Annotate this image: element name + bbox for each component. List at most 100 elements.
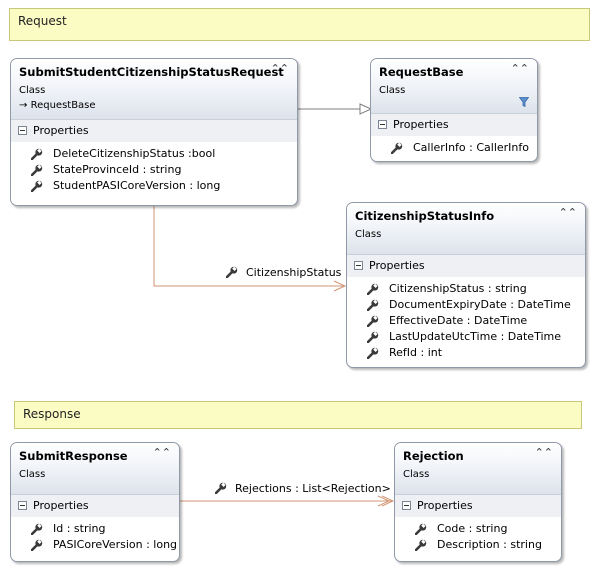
- base-class-name: RequestBase: [30, 100, 96, 111]
- rejections-arrowhead: [381, 495, 395, 507]
- class-citizenship-status-info[interactable]: CitizenshipStatusInfo Class ⌃⌃ Propertie…: [346, 202, 586, 368]
- wrench-icon: [31, 539, 43, 551]
- class-submit-response[interactable]: SubmitResponse Class ⌃⌃ Properties Id : …: [10, 442, 180, 562]
- class-name: SubmitResponse: [19, 449, 128, 463]
- collapse-section-icon[interactable]: [354, 261, 363, 270]
- class-header: RequestBase Class ⌃⌃: [371, 59, 537, 114]
- inheritance-arrowhead: [359, 103, 373, 115]
- property-item[interactable]: LastUpdateUtcTime : DateTime: [347, 329, 585, 345]
- class-name: RequestBase: [379, 65, 464, 79]
- wrench-icon: [367, 299, 379, 311]
- property-list: Id : string PASICoreVersion : long: [11, 517, 179, 553]
- wrench-icon: [367, 347, 379, 359]
- property-label: RefId : int: [389, 346, 443, 359]
- class-rejection[interactable]: Rejection Class ⌃⌃ Properties Code : str…: [394, 442, 562, 562]
- collapse-section-icon[interactable]: [402, 501, 411, 510]
- properties-label: Properties: [393, 118, 449, 131]
- property-label: PASICoreVersion : long: [53, 538, 178, 551]
- base-class-reference: → RequestBase: [19, 100, 289, 111]
- wrench-icon: [225, 265, 239, 279]
- wrench-icon: [214, 481, 228, 495]
- property-label: StateProvinceId : string: [53, 163, 182, 176]
- filter-icon[interactable]: [519, 97, 529, 107]
- citizenship-status-association-line: [153, 206, 344, 287]
- wrench-icon: [367, 283, 379, 295]
- property-item[interactable]: StateProvinceId : string: [11, 162, 297, 178]
- wrench-icon: [415, 539, 427, 551]
- wrench-icon: [367, 315, 379, 327]
- property-label: LastUpdateUtcTime : DateTime: [389, 330, 561, 343]
- property-label: Code : string: [437, 522, 508, 535]
- property-item[interactable]: DeleteCitizenshipStatus :bool: [11, 146, 297, 162]
- properties-section-header[interactable]: Properties: [371, 114, 537, 136]
- property-item[interactable]: Id : string: [11, 521, 179, 537]
- properties-section-header[interactable]: Properties: [11, 120, 297, 142]
- class-name: CitizenshipStatusInfo: [355, 209, 495, 223]
- collapse-section-icon[interactable]: [18, 501, 27, 510]
- property-label: EffectiveDate : DateTime: [389, 314, 528, 327]
- class-header: Rejection Class ⌃⌃: [395, 443, 561, 495]
- properties-section-header[interactable]: Properties: [11, 495, 179, 517]
- response-section-label: Response: [23, 407, 81, 421]
- class-header: SubmitResponse Class ⌃⌃: [11, 443, 179, 495]
- class-name: SubmitStudentCitizenshipStatusRequest: [19, 65, 284, 79]
- collapse-chevron-icon[interactable]: ⌃⌃: [510, 62, 529, 75]
- wrench-icon: [31, 148, 43, 160]
- properties-section-header[interactable]: Properties: [395, 495, 561, 517]
- properties-label: Properties: [33, 124, 89, 137]
- properties-label: Properties: [417, 499, 473, 512]
- class-header: SubmitStudentCitizenshipStatusRequest Cl…: [11, 59, 297, 120]
- class-submit-student-citizenship-status-request[interactable]: SubmitStudentCitizenshipStatusRequest Cl…: [10, 58, 298, 206]
- property-item[interactable]: CallerInfo : CallerInfo: [371, 140, 537, 156]
- association-label: CitizenshipStatus: [246, 266, 342, 279]
- properties-section-header[interactable]: Properties: [347, 255, 585, 277]
- collapse-chevron-icon[interactable]: ⌃⌃: [534, 446, 553, 459]
- request-section-label: Request: [18, 14, 67, 28]
- rejections-association-label[interactable]: Rejections : List<Rejection>: [214, 480, 391, 495]
- class-stereotype: Class: [403, 469, 430, 480]
- response-section-banner: Response: [14, 401, 582, 429]
- property-list: Code : string Description : string: [395, 517, 561, 553]
- property-label: Description : string: [437, 538, 542, 551]
- inherits-arrow-icon: →: [19, 100, 28, 111]
- property-item[interactable]: Description : string: [395, 537, 561, 553]
- wrench-icon: [31, 164, 43, 176]
- rejections-arrowhead-inner: [377, 495, 391, 507]
- properties-label: Properties: [33, 499, 89, 512]
- property-item[interactable]: CitizenshipStatus : string: [347, 281, 585, 297]
- collapse-chevron-icon[interactable]: ⌃⌃: [152, 446, 171, 459]
- class-stereotype: Class: [19, 469, 46, 480]
- property-item[interactable]: PASICoreVersion : long: [11, 537, 179, 553]
- class-stereotype: Class: [355, 229, 382, 240]
- class-stereotype: Class: [19, 85, 46, 96]
- property-label: DeleteCitizenshipStatus :bool: [53, 147, 216, 160]
- property-label: StudentPASICoreVersion : long: [53, 179, 221, 192]
- properties-label: Properties: [369, 259, 425, 272]
- class-header: CitizenshipStatusInfo Class ⌃⌃: [347, 203, 585, 255]
- property-list: CallerInfo : CallerInfo: [371, 136, 537, 156]
- property-item[interactable]: StudentPASICoreVersion : long: [11, 178, 297, 194]
- wrench-icon: [415, 523, 427, 535]
- collapse-chevron-icon[interactable]: ⌃⌃: [558, 206, 577, 219]
- property-label: Id : string: [53, 522, 106, 535]
- wrench-icon: [31, 180, 43, 192]
- property-item[interactable]: RefId : int: [347, 345, 585, 361]
- class-name: Rejection: [403, 449, 464, 463]
- collapse-chevron-icon[interactable]: ⌃⌃: [270, 62, 289, 75]
- property-item[interactable]: Code : string: [395, 521, 561, 537]
- property-list: CitizenshipStatus : string DocumentExpir…: [347, 277, 585, 361]
- wrench-icon: [367, 331, 379, 343]
- class-stereotype: Class: [379, 85, 406, 96]
- association-label: Rejections : List<Rejection>: [235, 482, 391, 495]
- property-label: CitizenshipStatus : string: [389, 282, 527, 295]
- class-request-base[interactable]: RequestBase Class ⌃⌃ Properties CallerIn…: [370, 58, 538, 162]
- collapse-section-icon[interactable]: [18, 126, 27, 135]
- property-item[interactable]: DocumentExpiryDate : DateTime: [347, 297, 585, 313]
- citizenship-status-association-label[interactable]: CitizenshipStatus: [225, 264, 342, 279]
- property-label: CallerInfo : CallerInfo: [413, 141, 529, 154]
- wrench-icon: [391, 142, 403, 154]
- property-label: DocumentExpiryDate : DateTime: [389, 298, 571, 311]
- collapse-section-icon[interactable]: [378, 120, 387, 129]
- property-item[interactable]: EffectiveDate : DateTime: [347, 313, 585, 329]
